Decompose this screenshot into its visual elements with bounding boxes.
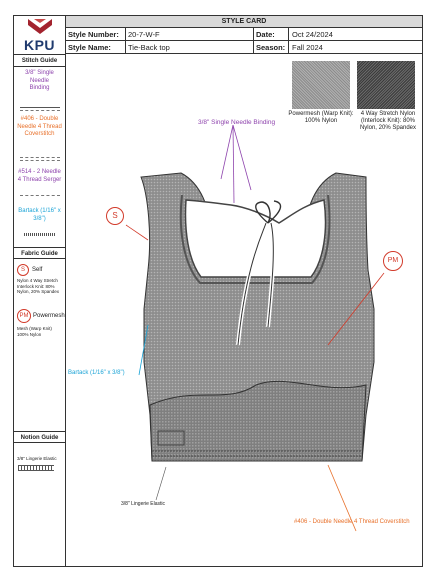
bartack-callout: Bartack (1/16" x 3/8")	[68, 370, 125, 376]
nylon-swatch	[357, 61, 415, 109]
season-value: Fall 2024	[292, 43, 323, 52]
back-cutout	[184, 199, 327, 278]
header-row-1: Style Number: 20-7-W-F Date: Oct 24/2024	[66, 28, 422, 41]
date-value: Oct 24/2024	[292, 30, 333, 39]
style-number-value: 20-7-W-F	[128, 30, 160, 39]
notion-guide-heading: Notion Guide	[14, 431, 65, 443]
stitch-item-binding: 3/8" Single Needle Binding	[25, 70, 54, 91]
care-label	[157, 430, 185, 446]
powermesh-fabric-name: Powermesh	[33, 313, 65, 319]
self-fabric-name: Self	[32, 267, 43, 273]
binding-stitch-line	[20, 107, 60, 108]
serger-line	[20, 195, 60, 196]
binding-callout: 3/8" Single Needle Binding	[198, 119, 276, 126]
logo-text: KPU	[23, 37, 56, 53]
coverstitch-line	[20, 157, 60, 158]
elastic-callout: 3/8" Lingerie Elastic	[121, 501, 166, 507]
powermesh-callout-badge: PM	[383, 251, 403, 271]
style-name-value: Tie-Back top	[128, 43, 170, 52]
coverstitch-callout: #406 - Double Needle 4 Thread Coverstitc…	[294, 519, 410, 525]
stitch-guide-heading: Stitch Guide	[14, 55, 65, 67]
garment-flat-sketch	[125, 124, 385, 532]
powermesh-badge: PM	[17, 309, 31, 323]
style-name-label: Style Name:	[68, 43, 111, 52]
stitch-item-bartack: Bartack (1/16" x 3/8")	[18, 208, 61, 222]
page-title: STYLE CARD	[66, 16, 422, 28]
style-number-label: Style Number:	[68, 30, 119, 39]
stitch-item-serger: #514 - 2 Needle 4 Thread Serger	[17, 169, 62, 183]
self-fabric-desc: Nylon 4 Way Stretch Interlock Knit: 80% …	[17, 278, 60, 294]
kpu-logo-icon	[28, 19, 52, 34]
tie-strap-right	[267, 222, 274, 328]
bottom-band	[149, 380, 367, 462]
nylon-swatch-label: 4 Way Stretch Nylon (Interlock Knit): 80…	[359, 111, 417, 131]
main-drawing-area: Powermesh (Warp Knit): 100% Nylon 4 Way …	[66, 55, 422, 567]
logo: KPU	[14, 16, 66, 55]
fabric-guide-heading: Fabric Guide	[14, 247, 65, 259]
sidebar: Stitch Guide 3/8" Single Needle Binding …	[14, 55, 66, 567]
date-label: Date:	[256, 30, 275, 39]
style-card: KPU STYLE CARD Style Number: 20-7-W-F Da…	[13, 15, 423, 567]
elastic-swatch	[18, 465, 54, 471]
header-row-2: Style Name: Tie-Back top Season: Fall 20…	[66, 41, 422, 54]
binding-stitch-line-2	[20, 110, 60, 111]
powermesh-swatch-label: Powermesh (Warp Knit): 100% Nylon	[288, 111, 354, 124]
coverstitch-line-2	[20, 160, 60, 161]
notion-item-elastic: 3/8" Lingerie Elastic	[17, 456, 57, 461]
self-badge: S	[17, 264, 29, 276]
tie-strap-left	[237, 222, 267, 346]
tie-bow	[255, 200, 282, 224]
season-label: Season:	[256, 43, 286, 52]
stitch-item-coverstitch: #406 - Double Needle 4 Thread Coverstitc…	[17, 116, 62, 137]
binding-edge	[179, 194, 331, 284]
powermesh-fabric-desc: Mesh (Warp Knit) 100% Nylon	[17, 326, 52, 337]
powermesh-swatch	[292, 61, 350, 109]
self-callout-badge: S	[106, 207, 124, 225]
bartack-line	[24, 233, 56, 236]
